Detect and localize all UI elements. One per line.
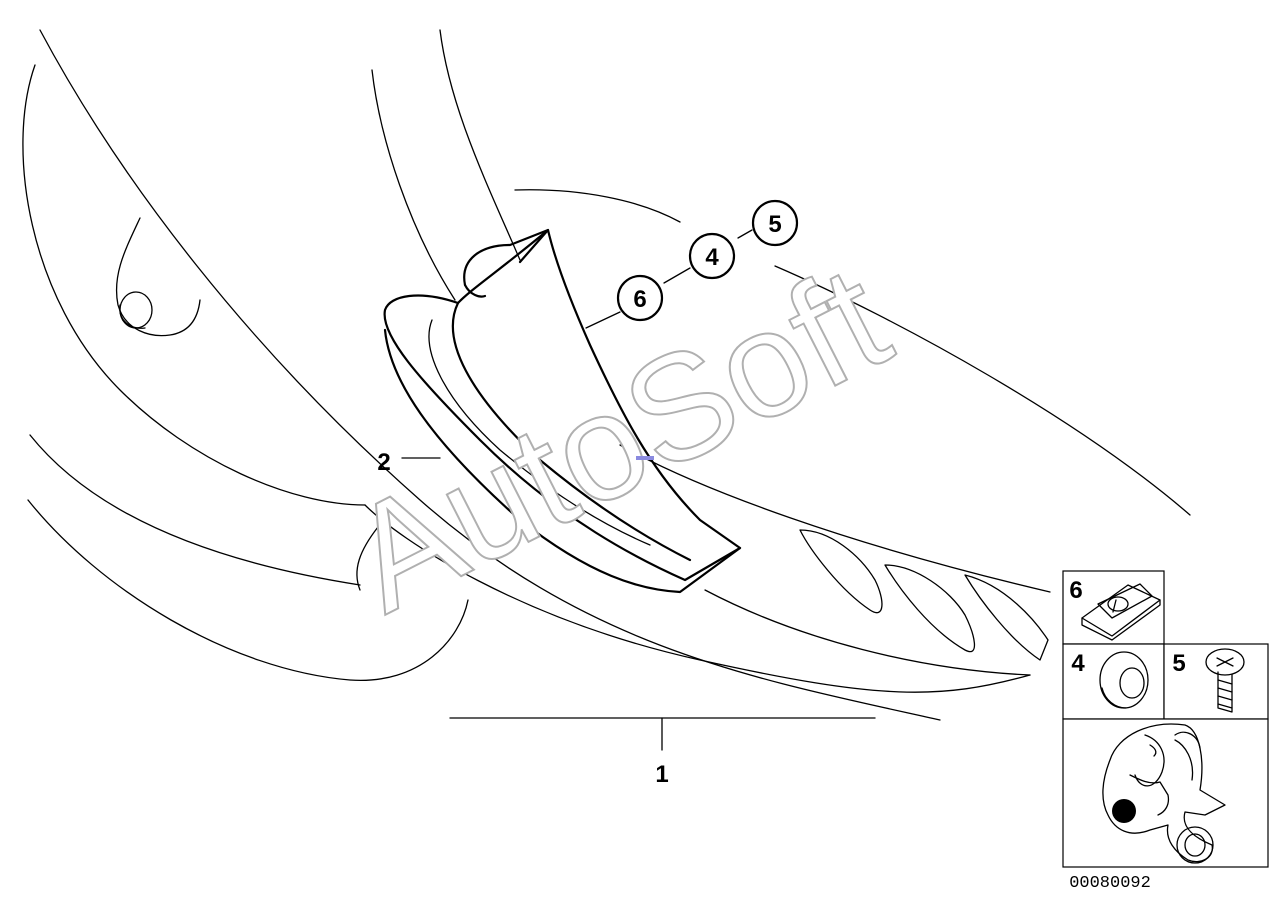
callout-4-label: 4 (705, 244, 719, 271)
rubber-grommet-icon (1099, 651, 1149, 709)
part-1-label: 1 (655, 761, 668, 788)
legend-cell-4 (1062, 643, 1165, 720)
deflector-part (383, 228, 742, 594)
document-number: 00080092 (1069, 874, 1151, 893)
legend-vehicle-cell (1062, 718, 1269, 868)
part-2-label: 2 (377, 449, 390, 476)
parts-legend: 6 4 5 (1062, 570, 1269, 868)
callout-6-label: 6 (633, 286, 646, 313)
callout-leaders (585, 229, 753, 329)
fairing-outline-lines (22, 29, 1191, 721)
callout-4: 4 (688, 232, 736, 280)
screw-icon (1205, 648, 1245, 713)
vent-slots (799, 529, 1049, 661)
watermark-mark (636, 456, 654, 460)
legend-cell-5-label: 5 (1172, 650, 1185, 677)
mount-stud (115, 217, 201, 337)
part-label-1: 1 (449, 717, 876, 788)
legend-cell-6-label: 6 (1069, 577, 1082, 604)
spring-nut-icon (1081, 583, 1161, 641)
motorcycle-locator-icon (1102, 723, 1226, 864)
callout-5: 5 (751, 199, 799, 247)
part-label-2: 2 (377, 449, 441, 476)
legend-cell-5 (1163, 643, 1269, 720)
callout-6: 6 (616, 274, 664, 322)
callout-5-label: 5 (768, 211, 781, 238)
legend-cell-4-label: 4 (1071, 650, 1085, 677)
location-marker (1112, 799, 1136, 823)
